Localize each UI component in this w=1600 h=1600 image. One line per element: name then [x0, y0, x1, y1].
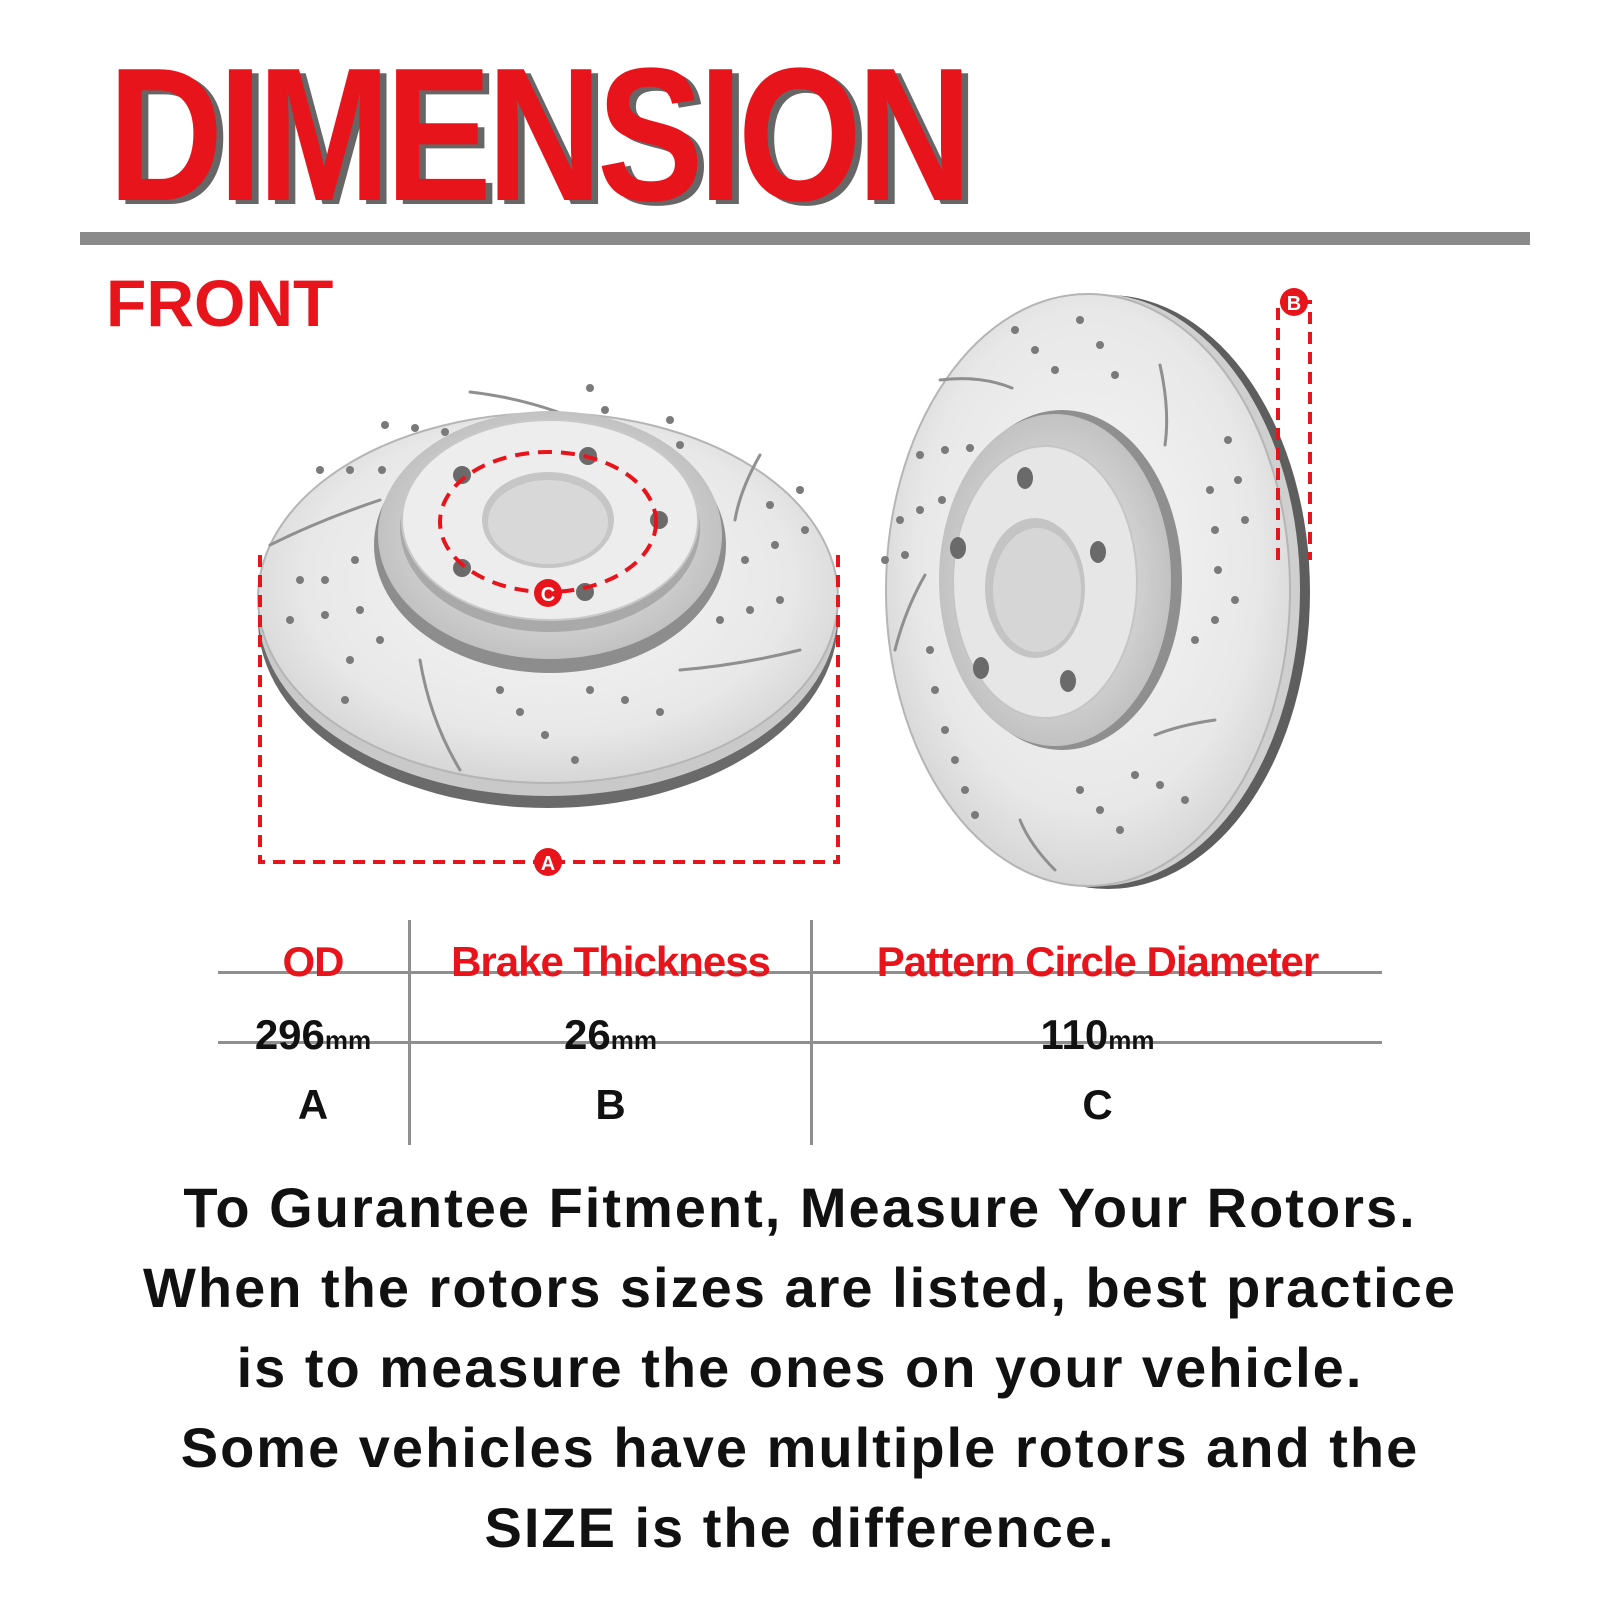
note-line: To Gurantee Fitment, Measure Your Rotors…: [183, 1176, 1417, 1239]
value-unit: mm: [1108, 1025, 1155, 1055]
value-pattern-circle-diameter: 110mm: [813, 1010, 1382, 1060]
table-rule: [218, 971, 1382, 974]
value-number: 26: [564, 1011, 611, 1058]
value-unit: mm: [610, 1025, 657, 1055]
letter-c: C: [1082, 1081, 1113, 1128]
marker-a: A: [541, 853, 555, 875]
brake-rotor-front-icon: C A: [257, 384, 840, 876]
brake-rotor-side-icon: B: [881, 288, 1312, 889]
value-number: 296: [254, 1011, 325, 1058]
note-line: is to measure the ones on your vehicle.: [236, 1336, 1364, 1399]
table-divider: [810, 920, 813, 1145]
letter-b: B: [595, 1081, 626, 1128]
header-pattern-circle-diameter: Pattern Circle Diameter: [876, 938, 1320, 985]
rotor-diagram: C A: [257, 288, 1312, 889]
letter-a: A: [297, 1081, 329, 1128]
note-line: Some vehicles have multiple rotors and t…: [180, 1416, 1420, 1479]
marker-b: B: [1287, 293, 1301, 315]
table-rule: [218, 1041, 1382, 1044]
table-divider: [408, 920, 411, 1145]
fitment-note: To Gurantee Fitment, Measure Your Rotors…: [60, 1168, 1540, 1568]
section-label: FRONT: [106, 266, 334, 340]
dimension-table: OD Brake Thickness Pattern Circle Diamet…: [218, 920, 1382, 1145]
value-number: 110: [1040, 1011, 1109, 1058]
value-brake-thickness: 26mm: [411, 1010, 810, 1060]
page-title: DIMENSION: [108, 29, 972, 241]
note-line: When the rotors sizes are listed, best p…: [143, 1256, 1457, 1319]
note-line: SIZE is the difference.: [484, 1496, 1116, 1559]
value-od: 296mm: [218, 1010, 408, 1060]
marker-c: C: [541, 584, 555, 606]
header-brake-thickness: Brake Thickness: [451, 938, 771, 985]
header-od: OD: [282, 938, 345, 985]
title-divider: [80, 232, 1530, 245]
value-unit: mm: [324, 1025, 372, 1055]
